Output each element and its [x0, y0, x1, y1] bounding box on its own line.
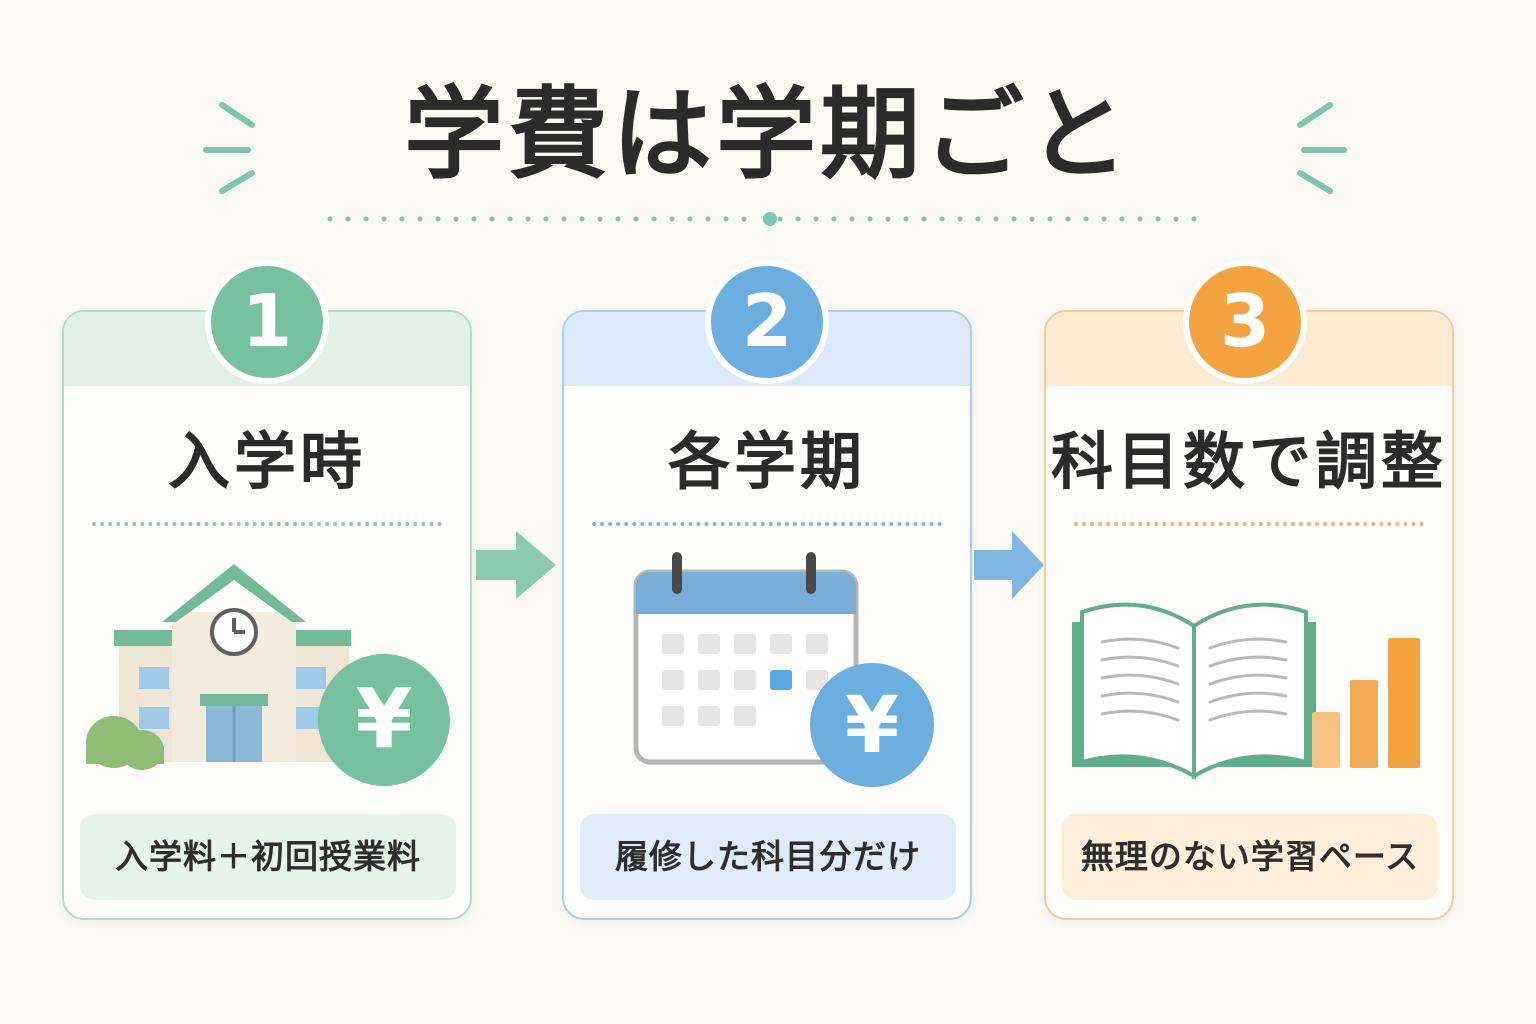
step-number-badge-1: 1 — [205, 260, 329, 384]
card-dotted-divider — [592, 522, 942, 530]
step-card-1: 入学時 ¥ 入学料＋初回授業料 — [62, 310, 472, 920]
step-card-2: 各学期 ¥ 履修した科目分だけ — [562, 310, 972, 920]
yen-symbol: ¥ — [355, 672, 412, 767]
step-number-badge-3: 3 — [1183, 260, 1307, 384]
step-note: 入学料＋初回授業料 — [80, 814, 456, 900]
calendar-icon: ¥ — [633, 552, 934, 787]
step-note: 無理のない学習ペース — [1062, 814, 1438, 900]
school-building-icon: ¥ — [86, 564, 450, 786]
card-dotted-divider — [1074, 522, 1424, 530]
arrow-right-icon — [476, 531, 556, 599]
step-heading: 科目数で調整 — [1050, 425, 1447, 498]
yen-symbol: ¥ — [845, 681, 899, 771]
step-heading: 各学期 — [667, 425, 866, 498]
step-note: 履修した科目分だけ — [580, 814, 956, 900]
step-heading: 入学時 — [167, 425, 366, 498]
left-sparkle-icon — [203, 102, 255, 194]
card-dotted-divider — [92, 522, 442, 530]
right-sparkle-icon — [1297, 102, 1347, 194]
step-card-3: 科目数で調整 無理のない学習ペース — [1044, 310, 1454, 920]
open-book-icon — [1072, 602, 1420, 780]
arrow-right-icon — [974, 531, 1044, 599]
step-number-badge-2: 2 — [705, 260, 829, 384]
title-dotted-divider — [327, 212, 1213, 226]
page-title: 学費は学期ごと — [404, 76, 1132, 193]
